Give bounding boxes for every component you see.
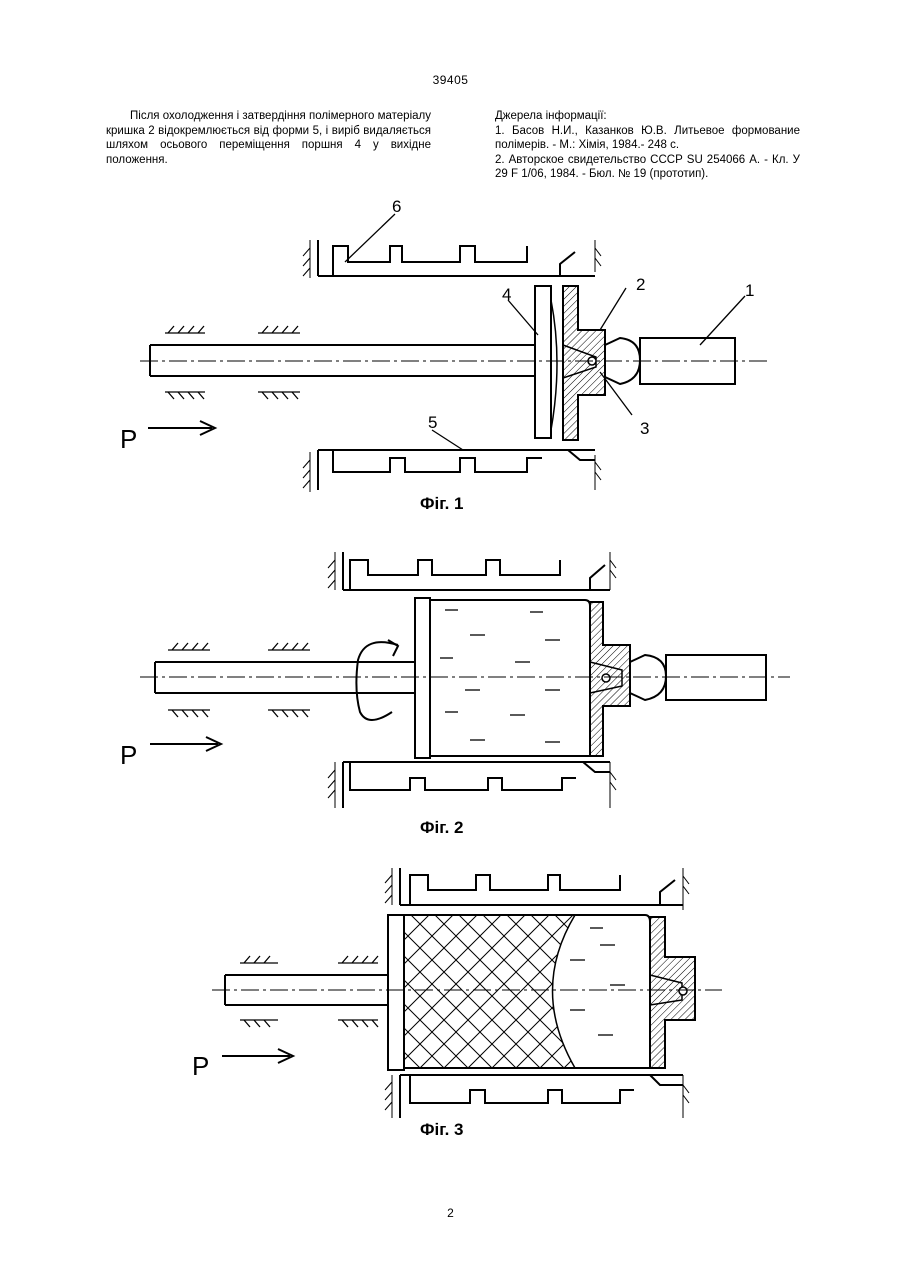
reference-item: 2. Авторское свидетельство СССР SU 25406… (470, 153, 800, 182)
force-label: P (192, 1051, 209, 1081)
reference-item: 1. Басов Н.И., Казанков Ю.В. Литьевое фо… (470, 124, 800, 153)
figure-2-drawing: P (105, 545, 795, 810)
force-label: P (120, 424, 137, 454)
figure-2-caption: Фіг. 2 (420, 818, 464, 838)
part-label: 4 (502, 285, 511, 304)
body-paragraph: Після охолодження і затвердіння полімерн… (106, 109, 431, 167)
figure-1-drawing: 6 4 2 1 5 3 P (105, 190, 785, 495)
part-label: 1 (745, 281, 754, 300)
page-number: 2 (0, 1206, 901, 1220)
references-column: Джерела інформації: 1. Басов Н.И., Казан… (470, 109, 800, 182)
patent-number: 39405 (0, 73, 901, 87)
references-heading: Джерела інформації: (470, 109, 800, 124)
part-label: 6 (392, 197, 401, 216)
figure-1-caption: Фіг. 1 (420, 494, 464, 514)
left-text-column: Після охолодження і затвердіння полімерн… (106, 109, 431, 167)
part-label: 5 (428, 413, 437, 432)
figure-3-drawing: P (185, 860, 730, 1120)
part-label: 2 (636, 275, 645, 294)
part-label: 3 (640, 419, 649, 438)
figure-3-caption: Фіг. 3 (420, 1120, 464, 1140)
force-label: P (120, 740, 137, 770)
